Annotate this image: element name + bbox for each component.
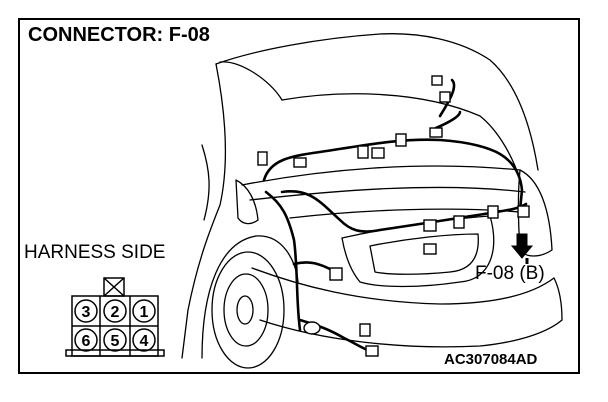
pin-3-circle [74, 299, 98, 323]
c-pillar [181, 63, 227, 359]
bumper-side [553, 277, 563, 321]
trunk-lid-edge [249, 186, 526, 201]
trunk-lid-top [241, 165, 521, 186]
wheel-arch [201, 235, 299, 359]
pin-6-label: 6 [82, 333, 91, 350]
connector-roof-e [395, 133, 407, 147]
connector-roof-b [293, 157, 307, 168]
pin-5-label: 5 [111, 333, 120, 350]
connector-upper-b [439, 91, 451, 103]
harness-upper-loop [434, 110, 462, 130]
harness-down-left [264, 190, 302, 332]
diagram-title: CONNECTOR: F-08 [28, 24, 210, 46]
pin-2-label: 2 [111, 304, 120, 321]
connector-bumper-b [365, 345, 379, 357]
connector-callout-label: F-08 (B) [475, 263, 545, 284]
connector-bumper-a [359, 323, 371, 337]
pin-5-circle [103, 328, 127, 352]
connector-roof-d [371, 147, 385, 159]
pin-4-circle [132, 328, 156, 352]
rear-wheel [223, 273, 269, 347]
harness-side-label: HARNESS SIDE [24, 242, 166, 263]
connector-roof-a [257, 151, 268, 166]
harness-side-branch [292, 261, 334, 272]
pin-6-circle [74, 328, 98, 352]
grommet [303, 321, 321, 335]
harness-main-roof [262, 138, 524, 212]
connector-trunk-d [423, 243, 437, 255]
lock-tab-cross-2 [103, 277, 125, 297]
figure-code: AC307084AD [444, 351, 538, 368]
pin-1-label: 1 [140, 304, 149, 321]
pin-3-label: 3 [82, 304, 91, 321]
connector-roof-c [357, 145, 369, 159]
vehicle-rear-illustration: 3 2 1 6 5 4 [65, 33, 563, 369]
license-recess [369, 233, 479, 275]
pin-2-circle [103, 299, 127, 323]
connector-face-diagram [65, 277, 165, 357]
connector-base-flange [65, 349, 165, 357]
connector-upper-c [429, 127, 443, 138]
roof-line [219, 61, 283, 101]
diagram-frame: 3 2 1 6 5 4 CONNECTOR: F-08 HARNESS SIDE… [18, 18, 580, 374]
callout-arrow [510, 233, 534, 259]
pin-1-circle [132, 299, 156, 323]
left-tail-light [235, 179, 259, 225]
connector-upper-a [431, 75, 443, 86]
harness-upper-right [438, 78, 456, 118]
connector-side-a [329, 267, 343, 281]
connector-f08 [517, 205, 530, 218]
wheel-hub [236, 295, 254, 325]
connector-trunk-a [423, 219, 437, 232]
rear-bumper [251, 267, 555, 305]
rear-window-inner [281, 93, 521, 181]
harness-trunk-lid [280, 190, 528, 233]
trunk-panel [341, 215, 495, 288]
rear-window-outline [215, 33, 539, 171]
connector-trunk-b [453, 215, 465, 229]
pin-4-label: 4 [140, 333, 149, 350]
rear-tire [211, 251, 285, 369]
body-side-line [201, 144, 210, 221]
connector-trunk-c [487, 205, 499, 219]
